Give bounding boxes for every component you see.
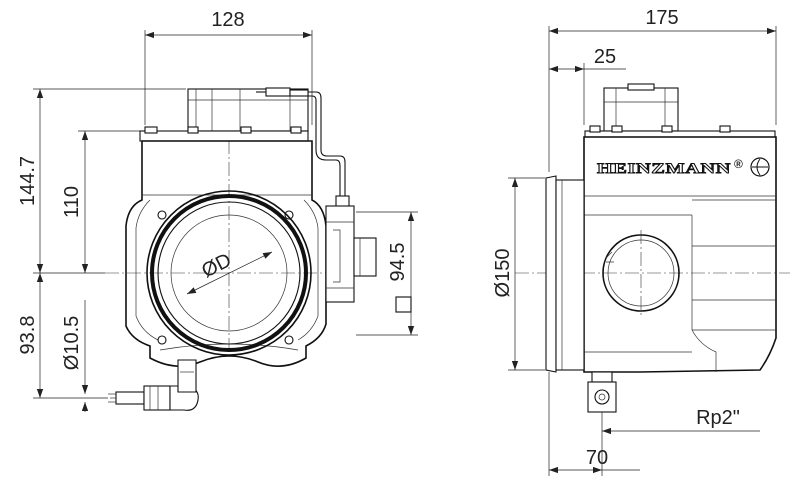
brand-logo-icon (750, 157, 770, 177)
side-housing (583, 136, 777, 373)
bore-diameter-label: ØD (198, 249, 235, 282)
dim-144-7: 144.7 (17, 156, 39, 206)
brand-registered-mark: ® (734, 157, 743, 171)
side-view: HEINZMANN ® (515, 83, 790, 413)
front-view-dimensions: 128 144.7 110 93.8 Ø10.5 94.5 (17, 9, 418, 412)
dim-thread: Rp2" (696, 407, 740, 429)
dim-93-8: 93.8 (17, 316, 39, 355)
dim-side-diameter: Ø150 (492, 249, 514, 298)
throttle-bore-outer (146, 190, 312, 356)
front-view: ØD (105, 87, 377, 411)
brand-logo-text: HEINZMANN (597, 161, 731, 177)
throttle-housing (125, 140, 327, 367)
dim-110: 110 (61, 186, 83, 218)
dim-94-5: 94.5 (387, 243, 409, 282)
side-actuator-box (603, 87, 679, 132)
dim-128: 128 (211, 9, 244, 31)
dim-hose-bore: Ø10.5 (61, 316, 83, 370)
side-view-dimensions: 175 25 Ø150 Rp2" 70 (492, 7, 777, 476)
dim-175: 175 (645, 7, 678, 29)
dim-70: 70 (586, 447, 608, 469)
bottom-fitting (587, 381, 617, 413)
square-symbol (395, 296, 412, 313)
dim-25: 25 (594, 46, 616, 68)
